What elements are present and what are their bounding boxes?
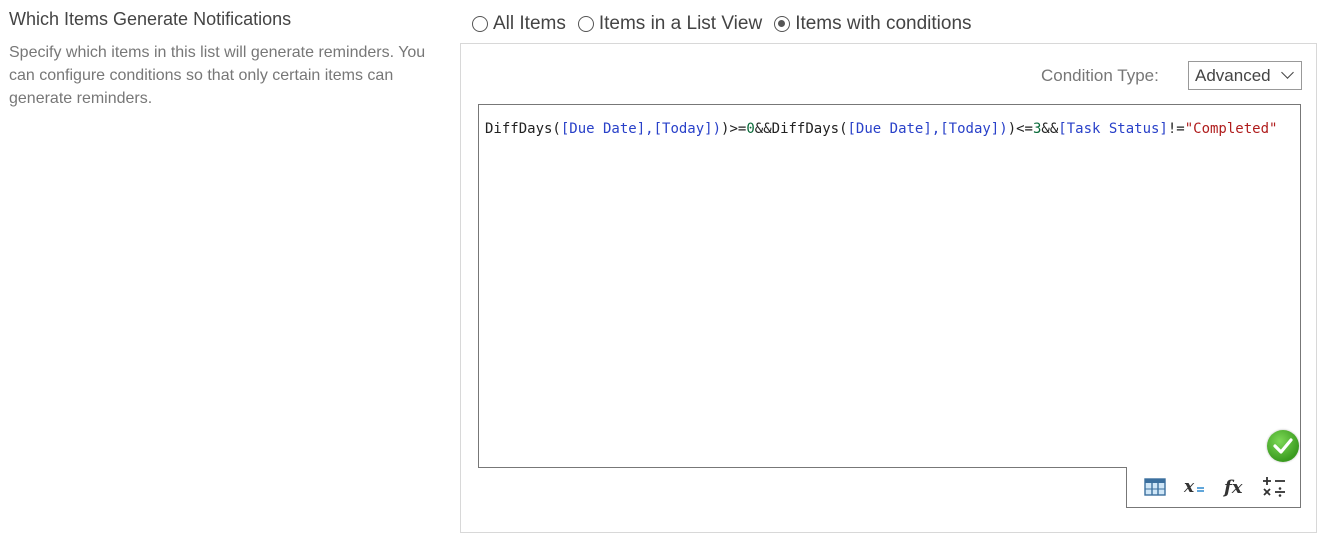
formula-token: [Due Date] xyxy=(560,121,646,137)
formula-token: , xyxy=(645,121,654,137)
variable-icon[interactable]: x xyxy=(1182,474,1208,500)
formula-token: != xyxy=(1167,121,1185,137)
formula-token: [Task Status] xyxy=(1058,121,1168,137)
formula-token: [Today] xyxy=(940,121,1000,137)
formula-token: )<= xyxy=(1007,121,1033,137)
radio-label: Items in a List View xyxy=(598,13,763,34)
operators-icon[interactable] xyxy=(1262,474,1288,500)
formula-token: ) xyxy=(999,121,1008,137)
radio-button[interactable] xyxy=(472,16,488,32)
radio-button[interactable] xyxy=(774,16,791,32)
check-circle-icon xyxy=(1267,430,1299,462)
formula-token: "Completed" xyxy=(1184,121,1278,137)
chevron-down-icon xyxy=(1281,66,1294,79)
formula-token: &&DiffDays( xyxy=(754,121,848,137)
condition-formula-editor[interactable]: DiffDays([Due Date],[Today]))>=0&&DiffDa… xyxy=(478,104,1301,468)
condition-type-select[interactable]: Advanced xyxy=(1188,61,1302,90)
section-description: Specify which items in this list will ge… xyxy=(9,44,426,107)
formula-token: , xyxy=(931,121,941,137)
formula-token: && xyxy=(1041,121,1059,137)
conditions-panel: Condition Type: Advanced DiffDays([Due D… xyxy=(460,43,1317,533)
radio-label: Items with conditions xyxy=(795,13,972,34)
function-icon[interactable]: fx xyxy=(1222,474,1248,500)
formula-token: 3 xyxy=(1032,121,1042,137)
radio-label: All Items xyxy=(493,13,566,34)
formula-token: ) xyxy=(712,121,722,137)
formula-token: 0 xyxy=(746,121,755,137)
radio-button[interactable] xyxy=(577,16,594,32)
formula-token: [Due Date] xyxy=(847,121,932,137)
svg-text:x: x xyxy=(1183,477,1195,497)
formula-toolbar: x fx xyxy=(1126,467,1301,508)
condition-type-value: Advanced xyxy=(1195,65,1271,85)
table-columns-icon[interactable] xyxy=(1142,474,1168,500)
section-title: Which Items Generate Notifications xyxy=(9,9,292,29)
radio-items-in-list-view[interactable]: Items in a List View xyxy=(577,13,763,35)
svg-text:fx: fx xyxy=(1223,477,1243,498)
formula-token: DiffDays( xyxy=(485,121,561,137)
radio-items-with-conditions[interactable]: Items with conditions xyxy=(774,13,972,35)
formula-token: [Today] xyxy=(653,121,713,137)
radio-all-items[interactable]: All Items xyxy=(472,13,566,35)
condition-type-label: Condition Type: xyxy=(1041,66,1159,85)
formula-token: )>= xyxy=(721,121,747,137)
item-scope-radio-group: All Items Items in a List View Items wit… xyxy=(472,13,984,35)
